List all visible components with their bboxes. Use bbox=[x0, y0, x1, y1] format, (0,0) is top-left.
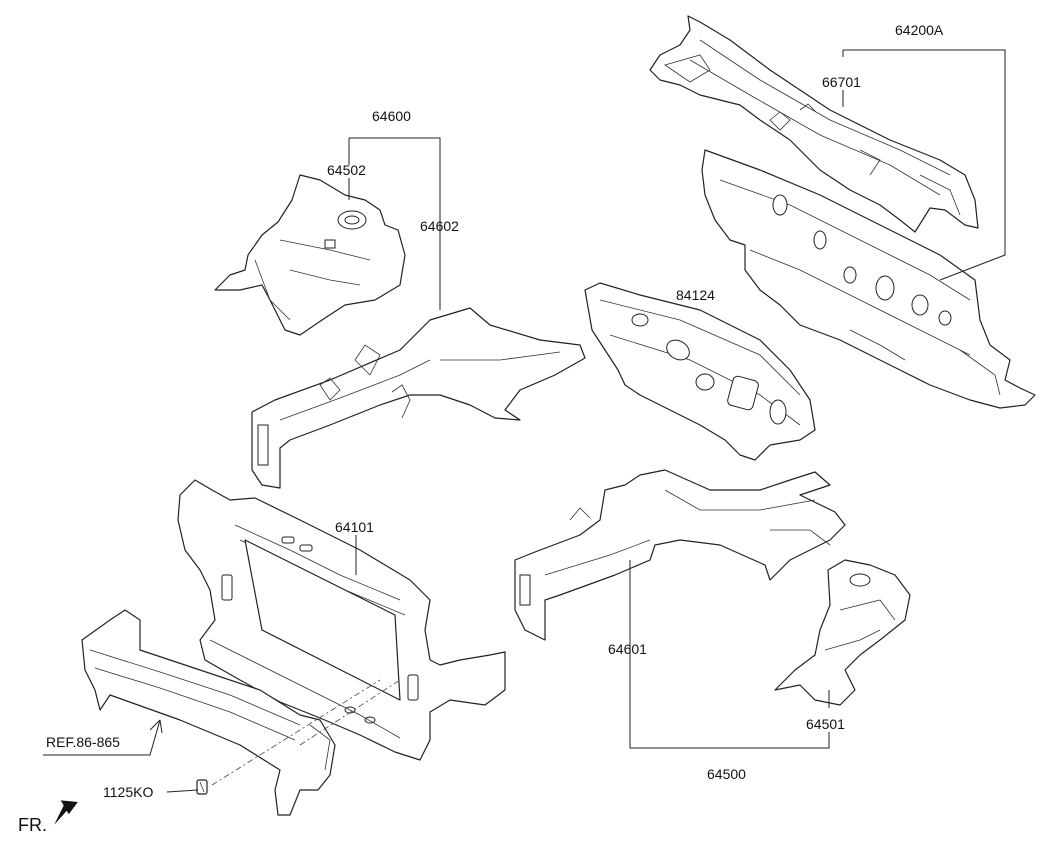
cowl-panel-part bbox=[649, 15, 979, 233]
callout-66701: 66701 bbox=[822, 74, 861, 90]
callout-64101: 64101 bbox=[335, 519, 374, 535]
lower-side-member-part bbox=[514, 469, 846, 641]
callout-64602: 64602 bbox=[420, 218, 459, 234]
front-label: FR. bbox=[18, 815, 47, 835]
bumper-beam-part bbox=[81, 609, 336, 816]
callout-84124: 84124 bbox=[676, 287, 715, 303]
callout-64200A: 64200A bbox=[895, 22, 944, 38]
callout-64601: 64601 bbox=[608, 641, 647, 657]
callout-64600: 64600 bbox=[372, 108, 411, 124]
callout-64502: 64502 bbox=[327, 162, 366, 178]
bolt-part bbox=[196, 779, 208, 795]
callout-1125KO: 1125KO bbox=[103, 784, 154, 800]
lower-apron-part bbox=[774, 559, 911, 706]
callout-ref-86-865: REF.86-865 bbox=[46, 734, 120, 750]
upper-side-member-part bbox=[251, 307, 586, 489]
upper-apron-part bbox=[214, 174, 406, 336]
dash-panel-part bbox=[701, 149, 1036, 409]
callout-64501: 64501 bbox=[806, 716, 845, 732]
callout-64500: 64500 bbox=[707, 766, 746, 782]
dash-insulator-part bbox=[584, 282, 816, 461]
front-direction-arrow-icon bbox=[54, 800, 78, 825]
